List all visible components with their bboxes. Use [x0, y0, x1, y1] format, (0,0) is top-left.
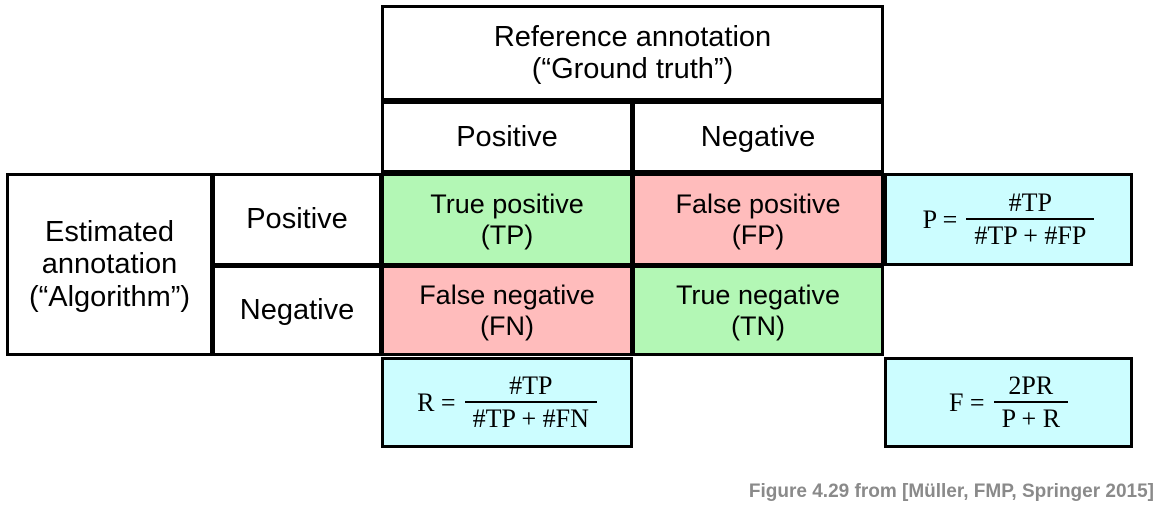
row-header-positive-label: Positive: [246, 203, 348, 236]
formula-fmeasure-fraction: 2PR P + R: [993, 371, 1069, 433]
formula-recall-denominator: #TP + #FN: [464, 401, 597, 433]
formula-precision-lhs: P =: [922, 204, 958, 234]
cell-false-negative: False negative (FN): [381, 265, 633, 356]
cell-false-negative-line1: False negative: [419, 280, 595, 311]
formula-recall-fraction: #TP #TP + #FN: [464, 371, 597, 433]
formula-precision-fraction: #TP #TP + #FP: [966, 188, 1095, 250]
estimated-annotation-line3: (“Algorithm”): [28, 280, 191, 313]
row-header-negative-label: Negative: [239, 294, 355, 327]
cell-true-negative-line2: (TN): [731, 310, 785, 341]
estimated-annotation-line2: annotation: [41, 248, 178, 281]
formula-fmeasure-denominator: P + R: [993, 401, 1069, 433]
cell-true-negative-line1: True negative: [675, 280, 841, 311]
row-header-positive: Positive: [212, 173, 382, 266]
column-header-negative: Negative: [632, 101, 884, 173]
formula-fmeasure-lhs: F =: [948, 387, 985, 417]
reference-annotation-line2: (“Ground truth”): [531, 53, 734, 85]
column-header-negative-label: Negative: [700, 120, 816, 153]
formula-precision-numerator: #TP: [1008, 188, 1052, 218]
reference-annotation-line1: Reference annotation: [493, 20, 772, 53]
cell-false-positive-line1: False positive: [675, 189, 841, 220]
row-header-negative: Negative: [212, 265, 382, 356]
estimated-annotation-header: Estimated annotation (“Algorithm”): [6, 173, 213, 356]
column-header-positive: Positive: [381, 101, 633, 173]
formula-recall-lhs: R =: [417, 387, 456, 417]
formula-precision-denominator: #TP + #FP: [966, 218, 1095, 250]
formula-recall: R = #TP #TP + #FN: [381, 357, 633, 448]
reference-annotation-header: Reference annotation (“Ground truth”): [381, 5, 884, 101]
cell-false-positive-line2: (FP): [731, 219, 785, 250]
figure-caption: Figure 4.29 from [Müller, FMP, Springer …: [748, 481, 1154, 502]
formula-fmeasure: F = 2PR P + R: [884, 357, 1133, 448]
formula-recall-numerator: #TP: [509, 371, 553, 401]
cell-false-positive: False positive (FP): [632, 173, 884, 266]
cell-true-negative: True negative (TN): [632, 265, 884, 356]
cell-true-positive-line2: (TP): [480, 219, 534, 250]
cell-true-positive-line1: True positive: [430, 189, 584, 220]
cell-false-negative-line2: (FN): [480, 310, 534, 341]
formula-fmeasure-numerator: 2PR: [1008, 371, 1054, 401]
column-header-positive-label: Positive: [456, 120, 558, 153]
cell-true-positive: True positive (TP): [381, 173, 633, 266]
estimated-annotation-line1: Estimated: [45, 215, 174, 248]
formula-precision: P = #TP #TP + #FP: [884, 173, 1133, 266]
